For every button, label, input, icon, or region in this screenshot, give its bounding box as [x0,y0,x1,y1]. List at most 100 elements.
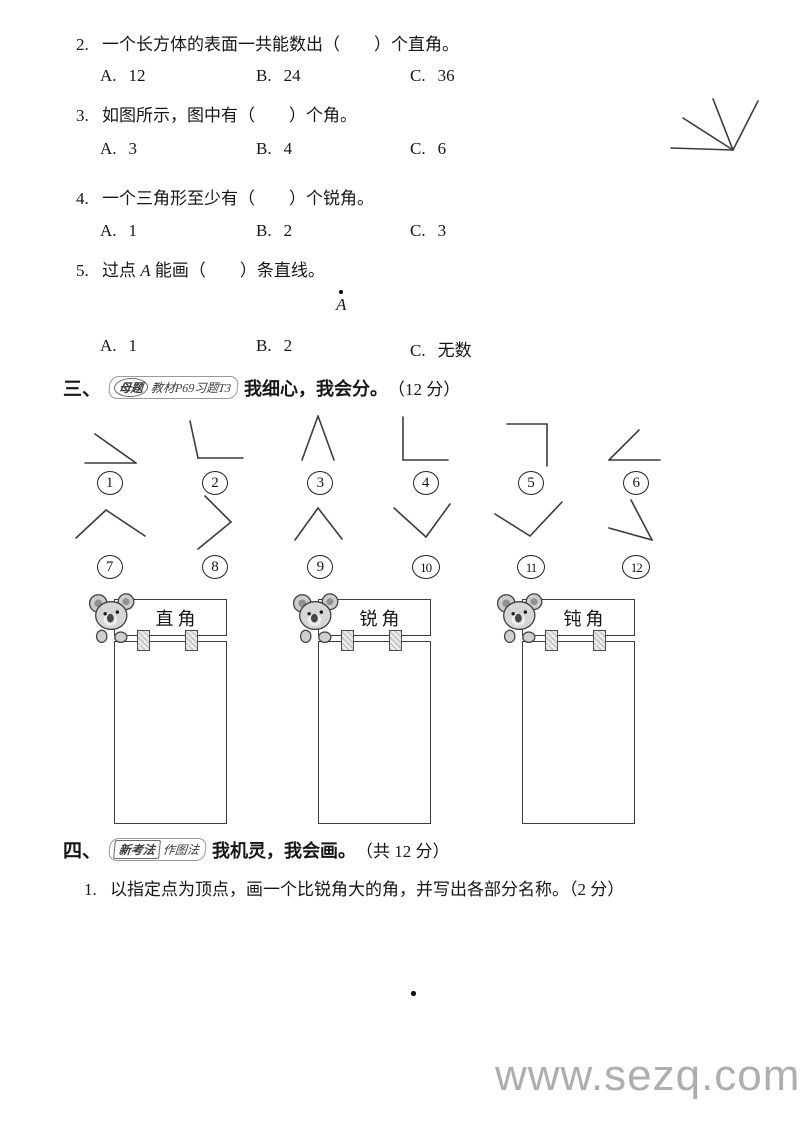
question-3: 3. 如图所示，图中有（ ）个角。 [76,101,357,126]
question-2-options: A.12 B.24 C.36 [0,66,800,90]
section-title: 我机灵，我会画。 [212,840,357,861]
option-a: A.1 [100,336,138,355]
section-title: 我细心，我会分。 [244,378,389,399]
option-c: C.6 [410,139,447,158]
angle-number-badge: 3 [307,471,334,495]
question-score: （2 分） [569,880,625,899]
angle-figure [165,492,265,552]
option-b: B.24 [256,66,301,85]
angle-number-badge: 2 [201,471,228,495]
angle-number-badge: 10 [411,555,440,579]
option-a: A.1 [100,221,138,240]
option-b: B.4 [256,139,293,158]
watermark: www.sezq.com [495,1051,800,1100]
angle-item-8: 8 [162,492,267,579]
section3-heading: 三、 母题 教材P69习题T3 我细心，我会分。 （12 分） [63,374,460,401]
section4-question-1: 1. 以指定点为顶点，画一个比锐角大的角，并写出各部分名称。（2 分） [84,875,624,900]
sort-box-answer-area [522,630,635,824]
angle-figure [376,412,476,468]
clip-icon [341,630,354,651]
angle-number-badge: 1 [96,471,123,495]
sort-box-acute-angle: 锐角 [292,593,431,824]
source-badge: 母题 教材P69习题T3 [107,376,240,399]
option-c: C.3 [410,221,447,240]
option-b: B.2 [256,336,293,355]
point-dot-icon [339,290,343,294]
clip-icon [185,630,198,651]
angle-item-9: 9 [268,492,373,579]
angle-figure [586,492,686,552]
clip-icon [137,630,150,651]
koala-icon [496,593,543,644]
sort-box-answer-area [114,630,227,824]
question-2: 2. 一个长方体的表面一共能数出（ ）个直角。 [76,30,459,55]
option-c: C.无数 [410,341,472,360]
clip-icon [593,630,606,651]
question-3-options: A.3 B.4 C.6 [0,139,800,163]
angle-item-11: 11 [478,492,583,579]
angle-row-1: 1 2 3 4 5 6 [57,412,689,495]
angle-number-badge: 8 [201,555,228,579]
question-4: 4. 一个三角形至少有（ ）个锐角。 [76,184,374,209]
angle-item-5: 5 [478,412,583,495]
angle-figure [60,412,160,468]
angle-item-3: 3 [268,412,373,495]
sort-box-obtuse-angle: 钝角 [496,593,635,824]
badge-tag: 新考法 [113,840,162,859]
option-a: A.3 [100,139,138,158]
angle-figure [481,412,581,468]
badge-ref: 教材P69习题T3 [150,381,232,395]
vertex-point-icon [411,991,416,996]
sort-box-right-angle: 直角 [88,593,227,824]
sort-box-title: 直角 [155,608,200,629]
question-number: 4. [76,189,89,208]
question-number: 2. [76,35,89,54]
section-score: （共 12 分） [356,842,450,861]
angle-item-2: 2 [162,412,267,495]
option-a: A.12 [100,66,146,85]
angle-figure [481,492,581,552]
angle-number-badge: 12 [622,555,651,579]
angle-number-badge: 6 [623,471,650,495]
angle-item-4: 4 [373,412,478,495]
section-score: （12 分） [388,380,461,399]
point-a: A [336,290,346,313]
angle-rays-figure [663,93,783,168]
angle-figure [165,412,265,468]
angle-number-badge: 4 [412,471,439,495]
clip-icon [545,630,558,651]
angle-figure [376,492,476,552]
question-text: 一个长方体的表面一共能数出（ ）个直角。 [102,35,459,54]
koala-icon [292,593,339,644]
question-4-options: A.1 B.2 C.3 [0,221,800,245]
angle-figure [586,412,686,468]
angle-figure [60,492,160,552]
question-text: 以指定点为顶点，画一个比锐角大的角，并写出各部分名称。 [110,880,569,899]
option-c: C.36 [410,66,455,85]
question-text: 一个三角形至少有（ ）个锐角。 [102,189,374,208]
angle-row-2: 7 8 9 10 11 12 [57,492,689,579]
option-b: B.2 [256,221,293,240]
angle-number-badge: 5 [517,471,544,495]
question-5: 5. 过点 A 能画（ ）条直线。 [76,256,325,281]
sort-box-title-bar: 直角 [114,599,227,636]
point-label: A [336,294,347,314]
question-text: 过点 A 能画（ ）条直线。 [102,261,325,280]
angle-number-badge: 9 [307,555,334,579]
question-text: 如图所示，图中有（ ）个角。 [102,106,357,125]
question-number: 5. [76,261,89,280]
badge-ref: 作图法 [162,843,200,857]
angle-number-badge: 7 [96,555,123,579]
question-number: 1. [84,880,97,899]
angle-figure [270,492,370,552]
source-badge: 新考法 作图法 [107,838,208,861]
clip-icon [389,630,402,651]
koala-icon [88,593,135,644]
angle-item-1: 1 [57,412,162,495]
badge-tag: 母题 [113,378,150,397]
question-number: 3. [76,106,89,125]
section-number: 四、 [63,841,102,862]
angle-item-12: 12 [584,492,689,579]
angle-number-badge: 11 [516,555,545,579]
